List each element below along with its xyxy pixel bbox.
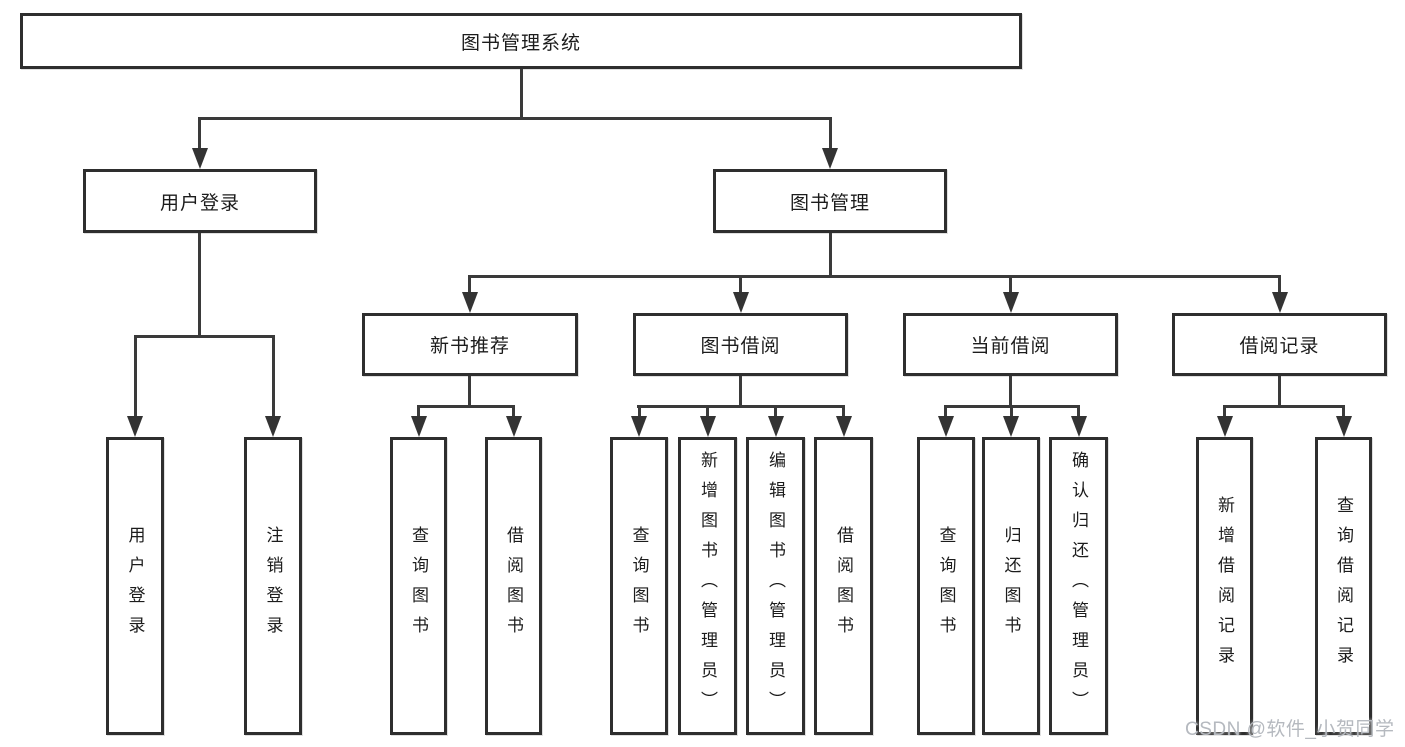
leaf-add-book-admin: 新增图书（管理员） (678, 437, 737, 735)
connector-drop-query-record (1342, 406, 1345, 417)
arrowhead-query-record (1336, 416, 1352, 437)
connector-drop-query-books-3 (944, 406, 947, 417)
leaf-logout-label: 注销登录 (263, 526, 283, 646)
leaf-return-book: 归还图书 (982, 437, 1040, 735)
connector-drop-edit-book (774, 406, 777, 417)
leaf-add-borrow-record-label: 新增借阅记录 (1215, 496, 1234, 676)
arrowhead-confirm-return (1071, 416, 1087, 437)
arrowhead-leaf-logout (265, 416, 281, 437)
arrowhead-edit-book (768, 416, 784, 437)
connector-drop-borrow-books-1 (512, 406, 515, 417)
leaf-query-books-1-label: 查询图书 (409, 526, 428, 646)
arrowhead-return-book (1003, 416, 1019, 437)
leaf-borrow-books-1: 借阅图书 (485, 437, 542, 735)
leaf-query-books-1: 查询图书 (390, 437, 447, 735)
leaf-add-book-admin-label: 新增图书（管理员） (698, 451, 717, 721)
arrowhead-borrow-books-2 (836, 416, 852, 437)
connector-drop-return-book (1010, 406, 1013, 417)
connector-drop-confirm-return (1077, 406, 1080, 417)
arrowhead-book-management (822, 148, 838, 169)
connector-current-borrow-stem (1009, 376, 1012, 406)
connector-drop-leaf-logout (272, 336, 275, 416)
connector-drop-borrow-books-2 (842, 406, 845, 417)
leaf-query-books-3: 查询图书 (917, 437, 975, 735)
connector-drop-query-books-2 (638, 406, 641, 417)
leaf-borrow-books-1-label: 借阅图书 (504, 526, 523, 646)
node-root-label: 图书管理系统 (460, 32, 581, 54)
node-new-book-recommend: 新书推荐 (362, 313, 578, 376)
node-book-borrow-label: 图书借阅 (700, 336, 781, 357)
leaf-confirm-return-admin: 确认归还（管理员） (1049, 437, 1108, 735)
node-borrow-records: 借阅记录 (1172, 313, 1387, 376)
arrowhead-query-books-3 (938, 416, 954, 437)
leaf-query-books-2-label: 查询图书 (629, 526, 649, 646)
arrowhead-current-borrow (1003, 292, 1019, 313)
connector-drop-add-book (706, 406, 709, 417)
connector-borrow-records-split (1223, 405, 1345, 408)
node-user-login-label: 用户登录 (159, 192, 240, 214)
node-user-login: 用户登录 (83, 169, 317, 233)
connector-drop-borrow-records (1278, 276, 1281, 293)
connector-book-borrow-stem (739, 376, 742, 406)
connector-drop-new-book (468, 276, 471, 293)
leaf-confirm-return-admin-label: 确认归还（管理员） (1069, 451, 1088, 721)
csdn-watermark: CSDN @软件_小贺同学 (1185, 719, 1395, 740)
node-book-management-label: 图书管理 (789, 192, 870, 214)
connector-book-management-split (468, 275, 1281, 278)
leaf-query-borrow-record: 查询借阅记录 (1315, 437, 1372, 735)
leaf-borrow-books-2-label: 借阅图书 (834, 526, 853, 646)
arrowhead-new-book (462, 292, 478, 313)
node-book-borrow: 图书借阅 (633, 313, 848, 376)
connector-drop-current-borrow (1009, 276, 1012, 293)
leaf-user-login: 用户登录 (106, 437, 164, 735)
arrowhead-borrow-books-1 (506, 416, 522, 437)
connector-root-split (198, 117, 832, 120)
connector-book-management-stem (829, 233, 832, 276)
arrowhead-add-book (700, 416, 716, 437)
leaf-edit-book-admin-label: 编辑图书（管理员） (766, 451, 785, 721)
node-current-borrow: 当前借阅 (903, 313, 1118, 376)
node-borrow-records-label: 借阅记录 (1239, 336, 1320, 357)
node-current-borrow-label: 当前借阅 (970, 336, 1051, 357)
connector-drop-book-borrow (739, 276, 742, 293)
leaf-query-books-2: 查询图书 (610, 437, 668, 735)
connector-user-login-stem (198, 233, 201, 336)
connector-new-book-split (417, 405, 515, 408)
connector-drop-book-management (829, 118, 832, 150)
node-new-book-recommend-label: 新书推荐 (429, 336, 510, 357)
arrowhead-book-borrow (733, 292, 749, 313)
connector-borrow-records-stem (1278, 376, 1281, 406)
node-root: 图书管理系统 (20, 13, 1022, 69)
arrowhead-query-books-2 (631, 416, 647, 437)
leaf-return-book-label: 归还图书 (1001, 526, 1021, 646)
arrowhead-leaf-user-login (127, 416, 143, 437)
node-book-management: 图书管理 (713, 169, 947, 233)
arrowhead-user-login (192, 148, 208, 169)
connector-book-borrow-split (637, 405, 845, 408)
arrowhead-borrow-records (1272, 292, 1288, 313)
connector-drop-add-record (1223, 406, 1226, 417)
leaf-query-borrow-record-label: 查询借阅记录 (1334, 496, 1353, 676)
leaf-query-books-3-label: 查询图书 (936, 526, 956, 646)
leaf-logout: 注销登录 (244, 437, 302, 735)
connector-drop-leaf-user-login (134, 336, 137, 416)
connector-drop-query-books-1 (417, 406, 420, 417)
leaf-edit-book-admin: 编辑图书（管理员） (746, 437, 805, 735)
arrowhead-query-books-1 (411, 416, 427, 437)
leaf-add-borrow-record: 新增借阅记录 (1196, 437, 1253, 735)
connector-drop-user-login (198, 118, 201, 150)
connector-user-login-split (134, 335, 275, 338)
arrowhead-add-record (1217, 416, 1233, 437)
connector-new-book-stem (468, 376, 471, 406)
leaf-borrow-books-2: 借阅图书 (814, 437, 873, 735)
connector-root-stem (520, 69, 523, 118)
leaf-user-login-label: 用户登录 (125, 526, 145, 646)
